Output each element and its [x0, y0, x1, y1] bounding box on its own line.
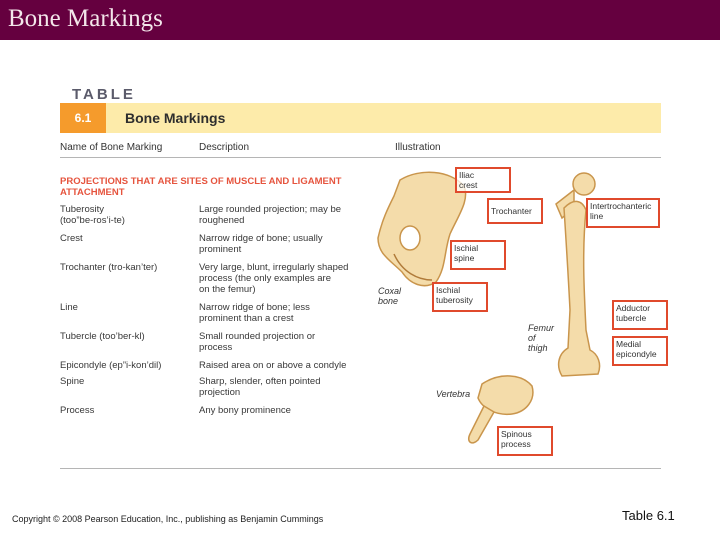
table-reference: Table 6.1 — [622, 508, 675, 523]
femur-drawing — [555, 172, 601, 377]
table-banner: 6.1 Bone Markings — [60, 103, 661, 133]
vertebra-drawing — [467, 375, 534, 444]
table-number: 6.1 — [60, 103, 106, 133]
bone-drawing — [377, 171, 601, 444]
label-trochanter: Trochanter — [487, 198, 543, 224]
header-rule — [60, 157, 661, 158]
copyright-notice: Copyright © 2008 Pearson Education, Inc.… — [12, 514, 324, 524]
table-name: Bone Markings — [125, 110, 226, 126]
header-name: Name of Bone Marking — [60, 142, 163, 153]
table-bottom-rule — [60, 468, 661, 469]
table-word: TABLE — [72, 86, 136, 103]
title-bar: Bone Markings — [0, 0, 720, 40]
section-heading: PROJECTIONS THAT ARE SITES OF MUSCLE AND… — [60, 176, 342, 198]
header-illustration: Illustration — [395, 142, 441, 153]
header-description: Description — [199, 142, 250, 153]
caption-vertebra: Vertebra — [436, 389, 471, 399]
slide-title: Bone Markings — [8, 5, 163, 32]
